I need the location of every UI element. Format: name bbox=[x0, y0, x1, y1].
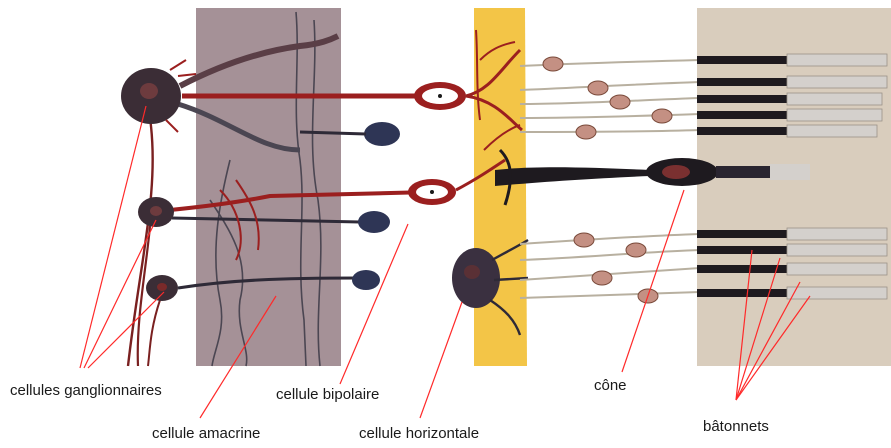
label-cone: cône bbox=[594, 377, 627, 394]
label-ganglion-cells: cellules ganglionnaires bbox=[10, 382, 162, 399]
label-horizontal-cell: cellule horizontale bbox=[359, 425, 479, 442]
label-amacrine-cell: cellule amacrine bbox=[152, 425, 260, 442]
amacrine-soma-1 bbox=[364, 122, 400, 146]
amacrine-soma-2 bbox=[358, 211, 390, 233]
amacrine-soma-3 bbox=[352, 270, 380, 290]
label-bipolar-cell: cellule bipolaire bbox=[276, 386, 379, 403]
label-rods: bâtonnets bbox=[703, 418, 769, 435]
horizontal-layer-band bbox=[474, 8, 527, 366]
